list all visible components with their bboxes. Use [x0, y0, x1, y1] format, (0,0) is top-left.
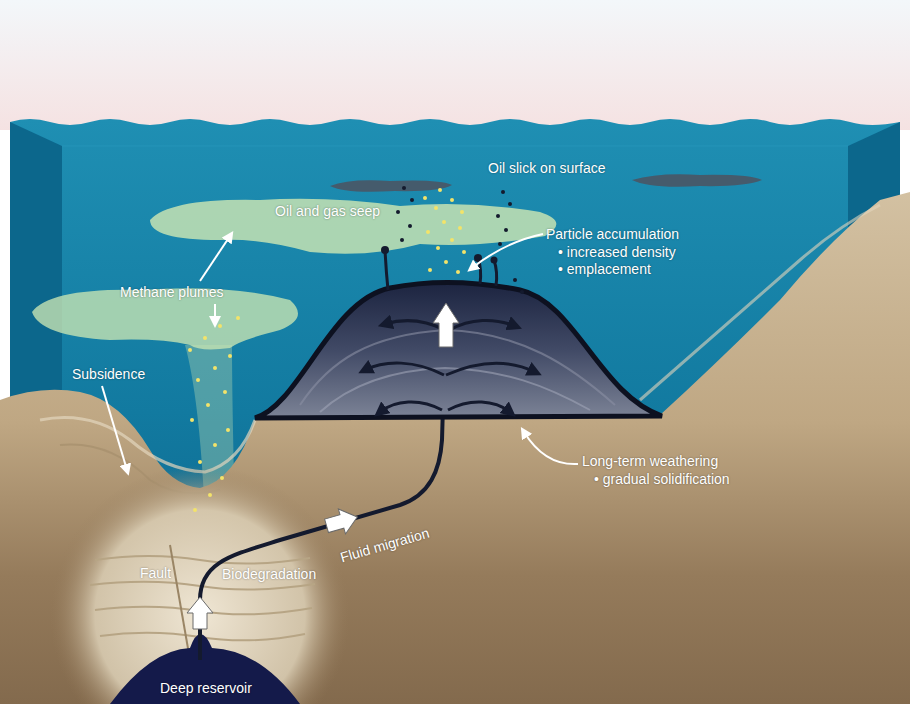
rising-bubbles [188, 316, 240, 512]
flow-arrows [187, 303, 459, 629]
callout-label: Subsidence [72, 366, 145, 383]
callout-label: • increased density [558, 244, 676, 261]
callout-label: Fault [140, 565, 171, 582]
callout-label: Methane plumes [120, 284, 224, 301]
callout-label: • gradual solidification [594, 471, 730, 488]
callout-label: Particle accumulation [546, 226, 679, 243]
leader-lines [102, 234, 578, 470]
callout-label: Oil slick on surface [488, 160, 605, 177]
sky [0, 0, 910, 130]
callout-label: • emplacement [558, 261, 651, 278]
seep-chimneys [381, 246, 498, 290]
callout-label: Deep reservoir [160, 680, 252, 697]
seep-particles [396, 186, 524, 294]
deep-reservoir [50, 465, 350, 704]
callout-label: Long-term weathering [582, 453, 718, 470]
oil-slicks [330, 174, 762, 192]
mud-mound [255, 282, 662, 418]
callout-label: Oil and gas seep [275, 203, 380, 220]
callout-label: Biodegradation [222, 566, 316, 583]
callout-label: Fluid migration [339, 524, 432, 566]
